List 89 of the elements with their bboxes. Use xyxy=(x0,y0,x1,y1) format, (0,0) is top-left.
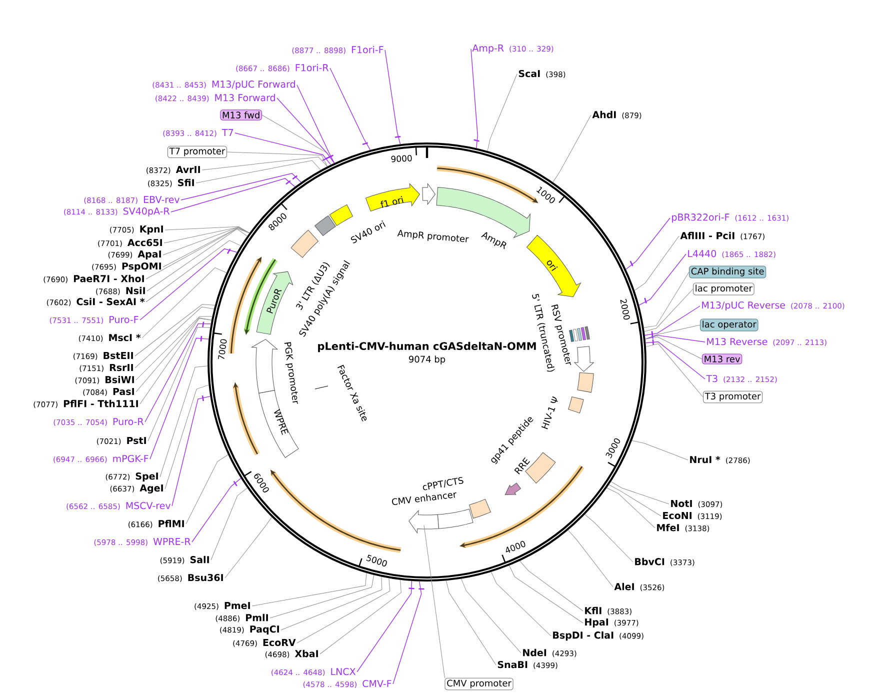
leader-line xyxy=(644,334,706,342)
feature-block xyxy=(408,510,439,534)
leader-line xyxy=(172,396,211,506)
leader-line xyxy=(644,306,700,336)
leader-line xyxy=(234,132,332,166)
leader-line xyxy=(136,317,212,392)
leader-line xyxy=(645,324,700,340)
leader-line xyxy=(461,578,522,654)
leader-line xyxy=(646,344,704,398)
plasmid-name: pLenti-CMV-human cGASdeltaN-OMM xyxy=(318,342,536,352)
leader-line xyxy=(520,560,584,612)
leader-line xyxy=(644,272,690,328)
leader-line xyxy=(142,267,227,338)
leader-line xyxy=(146,228,248,292)
leader-line xyxy=(626,218,670,270)
leader-line xyxy=(644,288,694,332)
leader-line xyxy=(634,236,680,291)
leader-line xyxy=(224,516,272,578)
leader-line xyxy=(424,524,445,678)
leader-line xyxy=(296,578,390,644)
leader-line xyxy=(470,48,478,148)
leader-line xyxy=(632,440,688,460)
leader-line xyxy=(192,478,242,542)
leader-line xyxy=(140,318,212,404)
feature-label: CMV enhancer xyxy=(392,492,456,506)
feature-label: f1 ori xyxy=(380,196,404,208)
feature-tag: CAP binding site xyxy=(689,266,766,278)
leader-line xyxy=(160,366,208,478)
leader-line xyxy=(610,481,670,504)
leader-line xyxy=(392,581,422,684)
leader-line xyxy=(552,114,592,182)
leader-line xyxy=(356,580,412,672)
leader-line xyxy=(638,254,686,306)
leader-line xyxy=(508,565,584,624)
ruler-number: 5000 xyxy=(366,554,387,566)
ruler-number: 2000 xyxy=(620,298,630,320)
feature-label: WPRE xyxy=(274,408,288,435)
leader-line xyxy=(608,484,662,516)
leader-line xyxy=(170,178,296,212)
leader-line xyxy=(146,228,250,280)
leader-line xyxy=(164,384,209,490)
leader-line xyxy=(645,341,706,380)
leader-line xyxy=(186,454,228,524)
leader-line xyxy=(180,172,302,200)
leader-line xyxy=(270,574,374,618)
ruler-number: 7000 xyxy=(218,339,227,360)
ruler-number: 9000 xyxy=(391,154,412,162)
leader-line xyxy=(202,156,328,170)
leader-line xyxy=(136,316,213,380)
feature-label: AmpR promoter xyxy=(397,230,469,242)
leader-line xyxy=(490,572,552,636)
leader-line xyxy=(280,576,382,630)
leader-line xyxy=(196,160,321,184)
leader-line xyxy=(584,514,634,562)
leader-line xyxy=(330,68,371,150)
leader-line xyxy=(164,226,250,234)
ruler-number: 4000 xyxy=(506,540,526,553)
feature-tag: M13 fwd xyxy=(220,110,262,120)
leader-line xyxy=(568,530,614,588)
leader-line xyxy=(487,74,518,152)
feature-label: cPPT/CTS xyxy=(422,477,464,490)
feature-tag: lac promoter xyxy=(693,282,754,296)
leader-line xyxy=(140,248,238,320)
leader-line xyxy=(134,306,214,368)
leader-line xyxy=(645,336,702,360)
leader-line xyxy=(320,580,402,654)
leader-line xyxy=(134,304,216,356)
leader-line xyxy=(252,572,367,606)
feature-label: PGK promoter xyxy=(284,342,298,404)
size-label: 9074 bp xyxy=(408,356,446,364)
feature-label: ori xyxy=(546,260,558,272)
leader-line xyxy=(150,338,210,460)
leader-line xyxy=(210,488,248,560)
feature-label: HIV-1 Ψ xyxy=(541,396,558,430)
leader-line xyxy=(446,580,496,666)
leader-line xyxy=(384,50,401,144)
leader-line xyxy=(144,323,212,422)
feature-tag: lac operator xyxy=(700,318,758,332)
feature-tag: T3 promoter xyxy=(703,390,763,404)
leader-line xyxy=(296,84,335,164)
leader-line xyxy=(276,98,335,164)
leader-line xyxy=(606,488,656,528)
leader-line xyxy=(146,240,242,302)
feature-tag: CMV promoter xyxy=(444,678,514,690)
feature-tag: T7 promoter xyxy=(167,146,227,158)
leader-line xyxy=(226,152,328,167)
leader-line xyxy=(162,228,250,268)
feature-tag: M13 rev xyxy=(702,354,742,364)
leader-line xyxy=(148,327,210,442)
